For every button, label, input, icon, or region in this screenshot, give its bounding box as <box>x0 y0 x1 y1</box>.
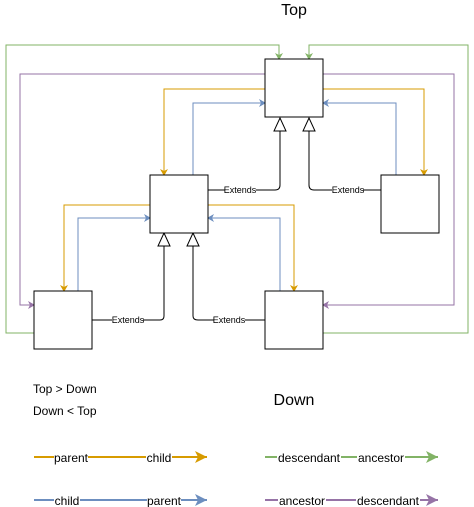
legend-item-ancestor-descendant: ancestor descendant <box>265 493 438 507</box>
extends-connector-right-top <box>308 131 381 191</box>
inheritance-arrowhead <box>302 116 316 132</box>
class-box-bottom-right <box>264 290 324 350</box>
title-down: Down <box>274 392 315 409</box>
extends-label: Extends <box>213 315 246 325</box>
legend-item-descendant-ancestor: descendant ancestor <box>265 450 438 465</box>
title-top: Top <box>281 2 307 19</box>
edge-parent-child-top-right <box>323 88 428 176</box>
edge-ancestor-descendant-top-bottomright <box>322 73 455 309</box>
edge-parent-child-top-middle <box>160 88 265 176</box>
legend-from-label: descendant <box>278 451 341 465</box>
edge-child-parent-bottomright-middle <box>207 214 281 291</box>
note-down-less-than-top: Down < Top <box>33 404 97 418</box>
extends-label: Extends <box>224 185 257 195</box>
edge-child-parent-middle-top <box>192 99 266 175</box>
edge-descendant-ancestor-bottomleft-top <box>5 44 283 334</box>
extends-connector-bottomleft-middle <box>92 246 165 321</box>
class-box-middle <box>149 174 209 234</box>
legend-to-label: descendant <box>357 494 420 507</box>
extends-label: Extends <box>112 315 145 325</box>
class-box-right <box>380 174 440 234</box>
inheritance-arrowhead <box>273 116 287 132</box>
legend-from-label: child <box>55 494 80 507</box>
legend: parent child descendant ancestor child p… <box>34 450 438 507</box>
legend-to-label: parent <box>147 494 182 507</box>
legend-item-child-parent: child parent <box>34 493 207 507</box>
extends-label: Extends <box>332 185 365 195</box>
inheritance-arrowhead <box>157 231 171 247</box>
legend-to-label: ancestor <box>358 451 404 465</box>
class-box-bottom-left <box>33 290 93 350</box>
edge-child-parent-bottomleft-middle <box>77 214 151 291</box>
extends-connector-bottomright-middle <box>192 246 265 321</box>
class-box-top <box>264 58 324 118</box>
extends-connector-middle-top <box>208 131 281 191</box>
legend-to-label: child <box>147 451 172 465</box>
legend-item-parent-child: parent child <box>34 450 207 465</box>
note-top-greater-than-down: Top > Down <box>33 382 97 396</box>
edge-parent-child-middle-bottomleft <box>60 204 150 292</box>
legend-from-label: ancestor <box>279 494 325 507</box>
inheritance-arrowhead <box>186 231 200 247</box>
edge-ancestor-descendant-top-bottomleft <box>19 73 265 309</box>
legend-from-label: parent <box>54 451 89 465</box>
edge-descendant-ancestor-bottomright-top <box>305 44 469 334</box>
edge-parent-child-middle-bottomright <box>208 204 298 292</box>
edge-child-parent-right-top <box>322 99 397 175</box>
